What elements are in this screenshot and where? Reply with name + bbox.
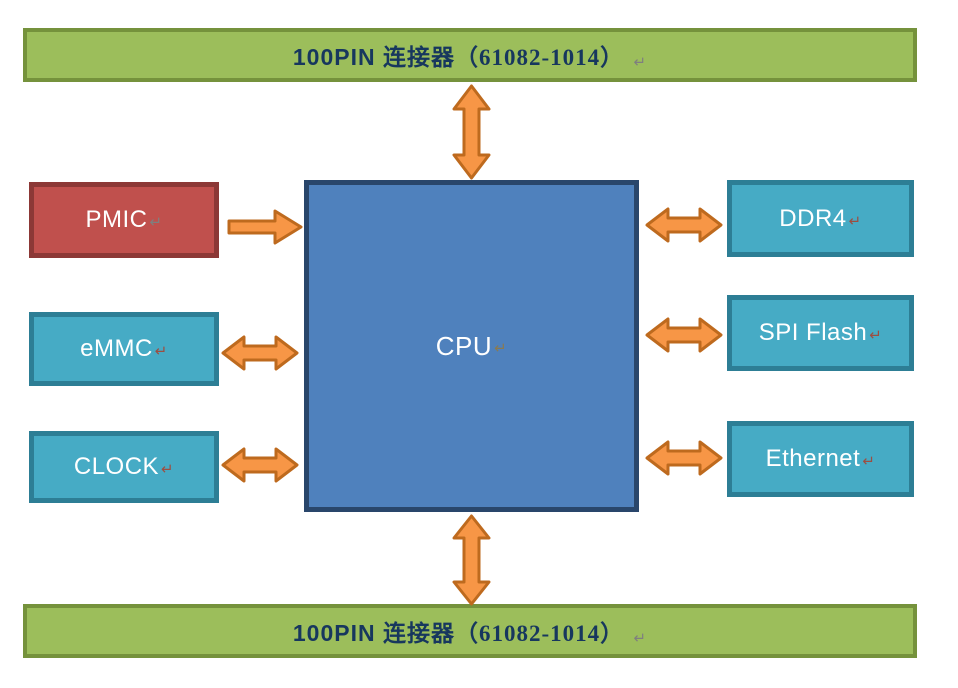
spi-flash-block: SPI Flash↵ bbox=[727, 295, 914, 371]
arrow-cpu-spi-flash-icon bbox=[644, 313, 724, 357]
return-mark-icon: ↵ bbox=[862, 453, 876, 470]
arrow-clock-cpu-icon bbox=[220, 443, 300, 487]
clock-block: CLOCK↵ bbox=[29, 431, 219, 503]
emmc-label: eMMC bbox=[80, 335, 153, 362]
cpu-label: CPU bbox=[435, 330, 493, 361]
return-mark-icon: ↵ bbox=[154, 343, 168, 360]
return-mark-icon: ↵ bbox=[149, 214, 163, 231]
connector-bar-top: 100PIN 连接器（61082-1014） ↵ bbox=[23, 28, 917, 82]
return-mark-icon: ↵ bbox=[633, 54, 648, 71]
ddr4-block: DDR4↵ bbox=[727, 180, 914, 257]
connector-bar-bottom: 100PIN 连接器（61082-1014） ↵ bbox=[23, 604, 917, 658]
arrow-cpu-ddr4-icon bbox=[644, 203, 724, 247]
return-mark-icon: ↵ bbox=[494, 340, 508, 357]
emmc-block: eMMC↵ bbox=[29, 312, 219, 386]
connector-top-code: （61082-1014） bbox=[454, 45, 625, 70]
return-mark-icon: ↵ bbox=[633, 630, 648, 647]
arrow-cpu-bottom-connector-icon bbox=[448, 514, 495, 606]
cpu-block: CPU↵ bbox=[304, 180, 639, 512]
return-mark-icon: ↵ bbox=[161, 461, 175, 478]
connector-bar-bottom-text: 100PIN 连接器（61082-1014） ↵ bbox=[293, 614, 647, 648]
connector-bar-top-text: 100PIN 连接器（61082-1014） ↵ bbox=[293, 38, 647, 72]
ethernet-label: Ethernet bbox=[765, 445, 861, 472]
arrow-emmc-cpu-icon bbox=[220, 331, 300, 375]
clock-label: CLOCK bbox=[73, 453, 160, 480]
arrow-cpu-ethernet-icon bbox=[644, 436, 724, 480]
arrow-pmic-to-cpu-icon bbox=[226, 207, 304, 247]
pmic-label: PMIC bbox=[85, 206, 148, 233]
connector-bottom-code: （61082-1014） bbox=[454, 621, 625, 646]
return-mark-icon: ↵ bbox=[869, 327, 883, 344]
pmic-block: PMIC↵ bbox=[29, 182, 219, 258]
return-mark-icon: ↵ bbox=[848, 212, 862, 230]
ethernet-block: Ethernet↵ bbox=[727, 421, 914, 497]
connector-top-label: 100PIN 连接器 bbox=[292, 44, 455, 70]
spi-flash-label: SPI Flash bbox=[758, 319, 868, 346]
connector-bottom-label: 100PIN 连接器 bbox=[292, 620, 455, 646]
arrow-cpu-top-connector-icon bbox=[448, 84, 495, 180]
ddr4-label: DDR4 bbox=[779, 204, 847, 232]
